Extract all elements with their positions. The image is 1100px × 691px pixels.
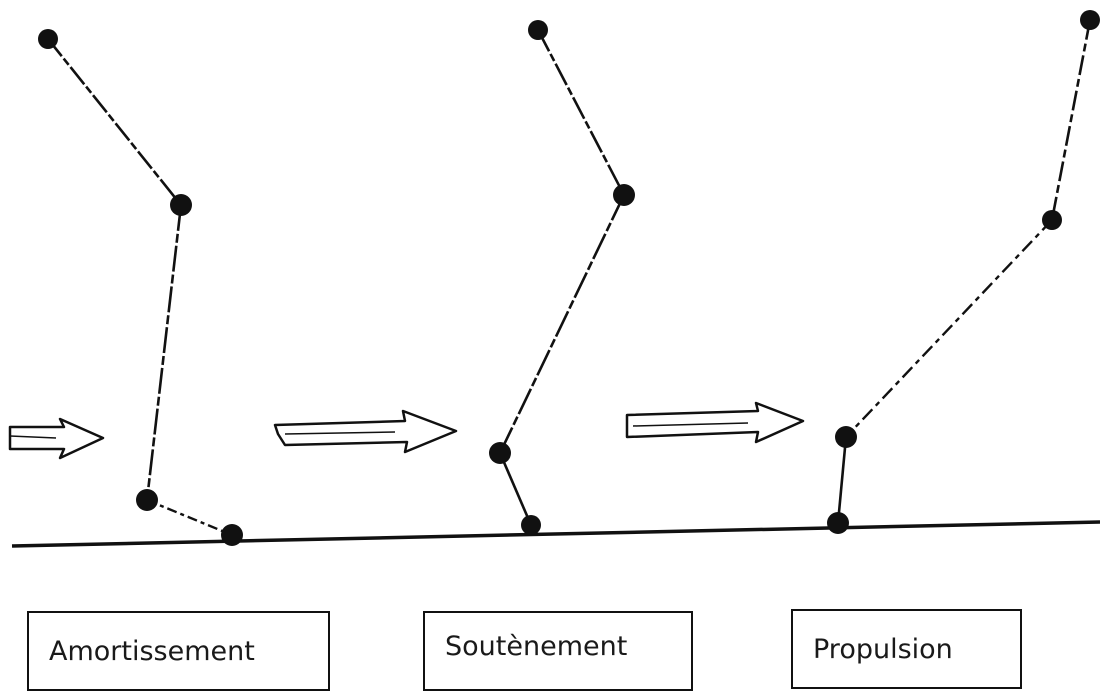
ground-line — [11, 520, 1100, 548]
leg-figure-propulsion — [827, 10, 1100, 534]
phase-label-text: Amortissement — [49, 635, 255, 667]
hip-joint-icon — [1080, 10, 1100, 30]
direction-arrow-icon — [273, 409, 458, 454]
phase-label-text: Soutènement — [445, 631, 628, 662]
foot-segment — [146, 498, 233, 537]
knee-joint-icon — [1042, 210, 1062, 230]
phase-label-propulsion: Propulsion — [791, 609, 1022, 689]
foot-contact-joint-icon — [521, 515, 541, 535]
hip-joint-icon — [38, 29, 58, 49]
shank-segment — [845, 219, 1053, 438]
phase-label-text: Propulsion — [813, 633, 953, 665]
leg-figure-amortissement — [38, 29, 243, 546]
foot-contact-joint-icon — [827, 512, 849, 534]
knee-joint-icon — [170, 194, 192, 216]
foot-segment — [836, 436, 848, 524]
thigh-segment — [46, 38, 183, 206]
direction-arrow-icon — [625, 401, 805, 444]
thigh-segment — [536, 29, 626, 196]
phase-label-soutenement: Soutènement — [423, 611, 693, 691]
shank-segment — [145, 204, 183, 501]
ankle-joint-icon — [489, 442, 511, 464]
hip-joint-icon — [528, 20, 548, 40]
knee-joint-icon — [613, 184, 635, 206]
leg-figure-soutenement — [489, 20, 635, 535]
shank-segment — [498, 194, 626, 454]
ankle-joint-icon — [835, 426, 857, 448]
foot-segment — [498, 452, 533, 526]
thigh-segment — [1050, 19, 1092, 221]
ankle-joint-icon — [136, 489, 158, 511]
foot-contact-joint-icon — [221, 524, 243, 546]
direction-arrow-icon — [8, 417, 105, 460]
phase-label-amortissement: Amortissement — [27, 611, 330, 691]
